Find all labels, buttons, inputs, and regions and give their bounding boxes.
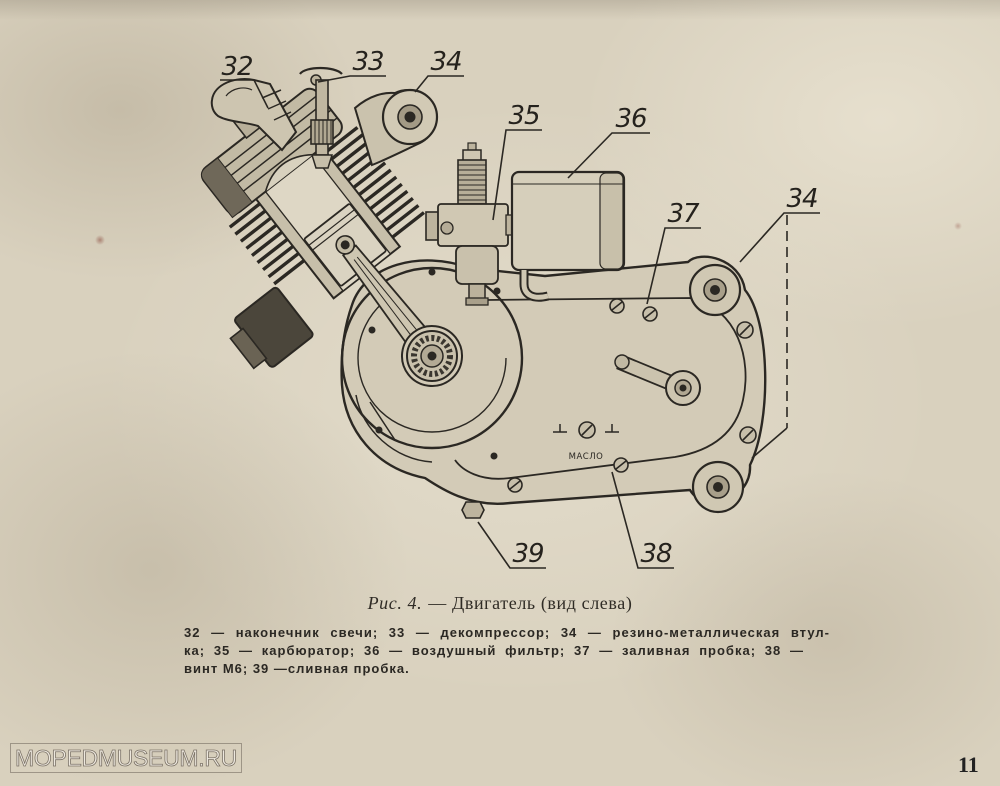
crankshaft-web — [340, 266, 524, 450]
page-number: 11 — [958, 752, 979, 777]
watermark: MOPEDMUSEUM.RU — [10, 743, 242, 773]
combustion-chamber — [264, 153, 313, 192]
crankcase-inner-contour — [355, 394, 433, 463]
legend-line: ка; 35 — карбюратор; 36 — воздушный филь… — [184, 643, 804, 658]
piston-rings — [308, 209, 359, 251]
callout-34-right: 34 — [786, 184, 817, 214]
leader-lines — [220, 75, 820, 569]
oil-level-screw — [578, 421, 596, 439]
air-filter — [510, 170, 626, 302]
figure-number: Рис. 4. — [367, 593, 423, 613]
callout-36: 36 — [615, 104, 647, 134]
cylinder-head-shade — [200, 157, 253, 219]
holes — [368, 268, 501, 460]
screw — [736, 321, 754, 339]
callout-38: 38 — [640, 539, 672, 569]
callout-37: 37 — [667, 199, 700, 229]
oil-mark-label: МАСЛО — [569, 452, 604, 462]
figure-title: — Двигатель (вид слева) — [428, 593, 633, 613]
rubber-metal-bushing-right-lower — [691, 460, 745, 514]
callout-39: 39 — [512, 539, 543, 569]
lever-shaft — [614, 354, 701, 406]
callout-34-top: 34 — [430, 47, 461, 77]
callout-35: 35 — [508, 101, 540, 131]
legend-line: винт М6; 39 —сливная пробка. — [184, 661, 410, 676]
oil-level-marks — [553, 424, 619, 433]
wrist-pin-center — [340, 240, 350, 250]
screw — [739, 426, 757, 444]
rubber-metal-bushing-top — [353, 88, 439, 167]
figure-caption: Рис. 4.— Двигатель (вид слева) — [0, 593, 1000, 614]
drain-plug — [461, 501, 485, 519]
cylinder-assembly — [200, 87, 463, 387]
callout-33: 33 — [352, 47, 383, 77]
rubber-metal-bushing-right-upper — [688, 263, 742, 317]
screw — [507, 477, 523, 493]
spark-plug-cap — [210, 78, 298, 152]
figure-legend: 32 — наконечник свечи; 33 — декомпрессор… — [184, 624, 830, 678]
carburetor — [425, 142, 515, 306]
filler-plug — [609, 298, 625, 314]
exhaust-outlet — [229, 327, 268, 370]
connecting-rod-web — [353, 256, 420, 339]
screw-m6 — [613, 457, 629, 473]
cylinder-fins — [228, 126, 426, 286]
screw — [642, 306, 658, 322]
screws — [507, 298, 757, 493]
crank-pin-bearing — [406, 330, 458, 382]
callout-32: 32 — [221, 52, 252, 82]
side-cover-outline — [454, 297, 747, 480]
legend-line: 32 — наконечник свечи; 33 — декомпрессор… — [184, 625, 830, 640]
decompressor — [299, 66, 343, 169]
